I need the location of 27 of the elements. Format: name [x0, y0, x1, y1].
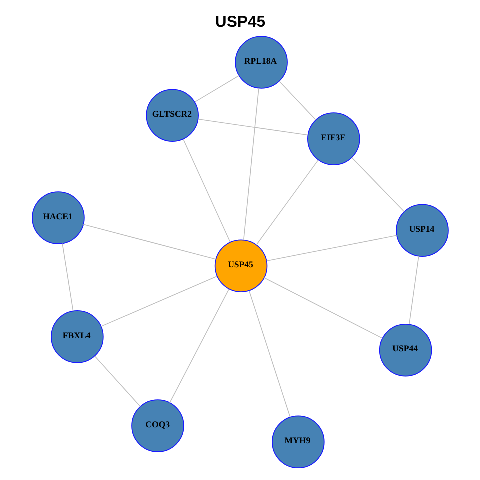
connector	[82, 224, 216, 260]
node-circle: MYH9	[272, 416, 324, 469]
connector	[408, 256, 419, 325]
connector	[278, 81, 316, 120]
connector	[182, 138, 230, 243]
connector	[243, 88, 259, 240]
connector	[62, 243, 74, 312]
node-circle: FBXL4	[50, 310, 104, 364]
connector	[264, 278, 383, 339]
connector	[94, 356, 140, 408]
node-circle: GLTSCR2	[146, 89, 198, 142]
node-circle: EIF3E	[307, 112, 360, 166]
connector	[169, 288, 230, 404]
connector	[100, 276, 217, 327]
connector	[351, 157, 404, 212]
node-circle: RPL18A	[234, 36, 288, 89]
connector	[266, 235, 397, 262]
diagram-title: USP45	[214, 14, 266, 32]
node-circle: HACE1	[32, 192, 84, 244]
connector	[248, 290, 290, 418]
connector	[256, 160, 318, 246]
node-circle: USP44	[378, 324, 432, 377]
connector	[198, 119, 308, 136]
node-circle: USP14	[396, 204, 448, 257]
node-circle: USP45	[214, 240, 268, 292]
connector	[194, 76, 239, 103]
node-circle: COQ3	[131, 400, 184, 452]
